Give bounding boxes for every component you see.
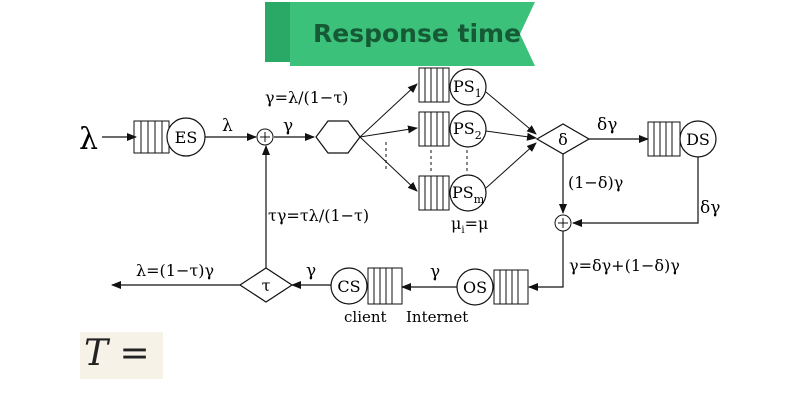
- one-minus-delta-gamma-label: (1−δ)γ: [568, 173, 623, 192]
- ds-return-arrow: [572, 157, 699, 227]
- formula-box: T =: [80, 332, 163, 379]
- tau-decision: [238, 267, 294, 303]
- ps2-label: PS2: [453, 119, 482, 142]
- ds-queue: [647, 121, 681, 157]
- ds-label: DS: [686, 130, 710, 149]
- ps2-server: [449, 110, 487, 148]
- lambda-es-out-label: λ: [222, 116, 233, 136]
- client-label: client: [344, 308, 387, 326]
- delta-gamma-top-label: δγ: [597, 115, 617, 135]
- es-label: ES: [175, 128, 198, 147]
- dispatch-arrows: [359, 83, 418, 192]
- banner-title: Response time: [313, 19, 521, 48]
- sum-to-os-arrow: [528, 231, 564, 291]
- formula-text: T =: [84, 333, 150, 374]
- os-queue: [493, 269, 529, 305]
- psm-server-group: PSm: [449, 174, 487, 212]
- join-arrows: [485, 91, 537, 189]
- es-queue: [133, 120, 170, 154]
- ps1-server: [449, 68, 487, 106]
- psm-server: [449, 174, 487, 212]
- ps1-server-group: PS1: [449, 68, 487, 106]
- cs-label: CS: [337, 277, 360, 296]
- sum-equation-label: γ=δγ+(1−δ)γ: [569, 256, 680, 275]
- delta-label: δ: [558, 130, 568, 149]
- ps2-server-group: PS2: [449, 110, 487, 148]
- merge-sum-node: [256, 128, 274, 146]
- output-equation-label: λ=(1−τ)γ: [136, 261, 214, 280]
- output-sum-node: [554, 214, 572, 232]
- title-banner: Response time: [265, 2, 535, 66]
- internet-label: Internet: [406, 308, 468, 326]
- es-server: [166, 117, 206, 157]
- mu-label: μi=μ: [451, 214, 488, 236]
- gamma-cs-label: γ: [306, 261, 316, 281]
- ps-queues: [418, 67, 468, 211]
- os-label: OS: [463, 278, 487, 297]
- gamma-os-label: γ: [430, 262, 440, 282]
- delta-gamma-right-label: δγ: [700, 198, 720, 218]
- cs-queue: [367, 267, 403, 305]
- gamma-definition-label: γ=λ/(1−τ): [265, 88, 348, 107]
- input-lambda: λ: [79, 122, 98, 157]
- dispatcher-hexagon: [315, 120, 361, 154]
- psm-label: PSm: [452, 183, 485, 206]
- gamma-after-merge-label: γ: [283, 116, 293, 136]
- cs-server: [330, 267, 368, 305]
- banner-ribbon: [290, 2, 535, 66]
- feedback-label: τγ=τλ/(1−τ): [268, 206, 369, 225]
- ps1-label: PS1: [453, 77, 482, 100]
- tau-label: τ: [262, 276, 271, 295]
